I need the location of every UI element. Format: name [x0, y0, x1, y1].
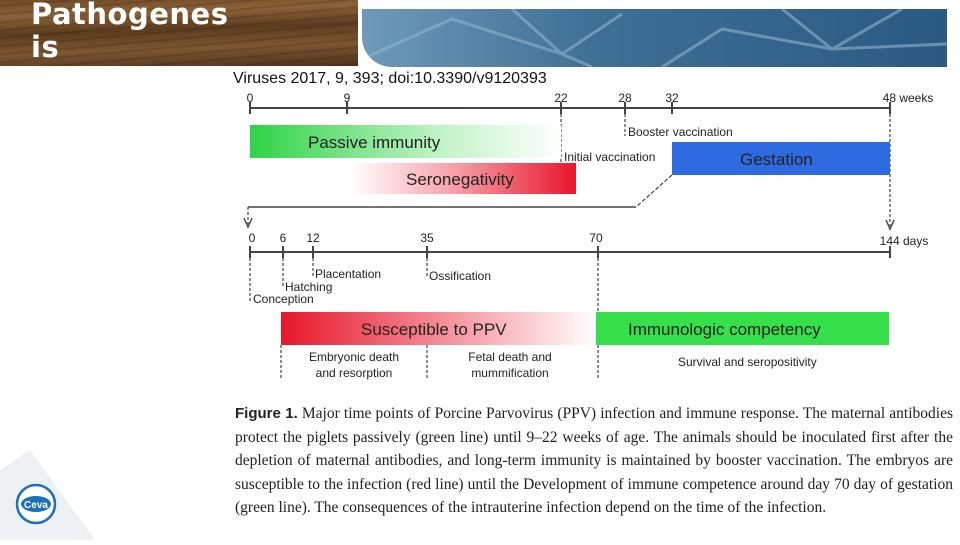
conception-label: Conception: [253, 292, 314, 306]
figure-caption: Figure 1. Major time points of Porcine P…: [235, 402, 953, 520]
embryonic-death-line-1: Embryonic death: [309, 350, 399, 364]
tick-label-day-70: 70: [589, 231, 603, 245]
tick-label-day-35: 35: [420, 231, 434, 245]
tick-label-week-48: 48 weeks: [883, 91, 934, 105]
network-pattern: [362, 9, 947, 67]
placentation-label: Placentation: [315, 267, 381, 281]
logo-text: Ceva: [24, 500, 48, 511]
blue-band: [362, 9, 947, 67]
ceva-logo: Ceva: [0, 450, 110, 540]
passive-immunity-label: Passive immunity: [308, 133, 441, 152]
seronegativity-label: Seronegativity: [406, 170, 514, 189]
initial-vaccination-label: Initial vaccination: [564, 150, 655, 164]
connector-dashed: [636, 175, 672, 207]
immunologic-label: Immunologic competency: [628, 320, 821, 339]
gestation-label: Gestation: [740, 150, 813, 169]
survival-label: Survival and seropositivity: [678, 355, 817, 369]
tick-label-day-12: 12: [306, 231, 320, 245]
tick-label-week-22: 22: [554, 91, 568, 105]
tick-label-day-144: 144 days: [880, 234, 929, 248]
fetal-death-line-2: mummification: [471, 366, 548, 380]
fetal-death-line-1: Fetal death and: [468, 350, 551, 364]
tick-label-week-32: 32: [665, 91, 679, 105]
slide-title: Pathogenes is: [31, 0, 231, 64]
figure-caption-text: Major time points of Porcine Parvovirus …: [235, 405, 953, 516]
days-axis: 0 6 12 35 70 144 days: [249, 231, 929, 258]
tick-label-week-0: 0: [247, 91, 254, 105]
booster-label: Booster vaccination: [628, 125, 733, 139]
figure-caption-label: Figure 1.: [235, 405, 298, 422]
header-banner: Pathogenes is: [0, 0, 960, 70]
tick-label-week-28: 28: [618, 91, 632, 105]
citation: Viruses 2017, 9, 393; doi:10.3390/v91203…: [229, 68, 551, 90]
tick-label-day-0: 0: [249, 231, 256, 245]
tick-label-week-9: 9: [344, 91, 351, 105]
logo-area: Ceva: [0, 450, 110, 540]
weeks-axis: 0 9 22 28 32 48 weeks: [247, 91, 934, 114]
ppv-timeline-diagram: 0 9 22 28 32 48 weeks Booster vaccinatio…: [228, 88, 948, 388]
susceptible-label: Susceptible to PPV: [361, 320, 507, 339]
embryonic-death-line-2: and resorption: [316, 366, 393, 380]
ossification-label: Ossification: [429, 269, 491, 283]
tick-label-day-6: 6: [280, 231, 287, 245]
